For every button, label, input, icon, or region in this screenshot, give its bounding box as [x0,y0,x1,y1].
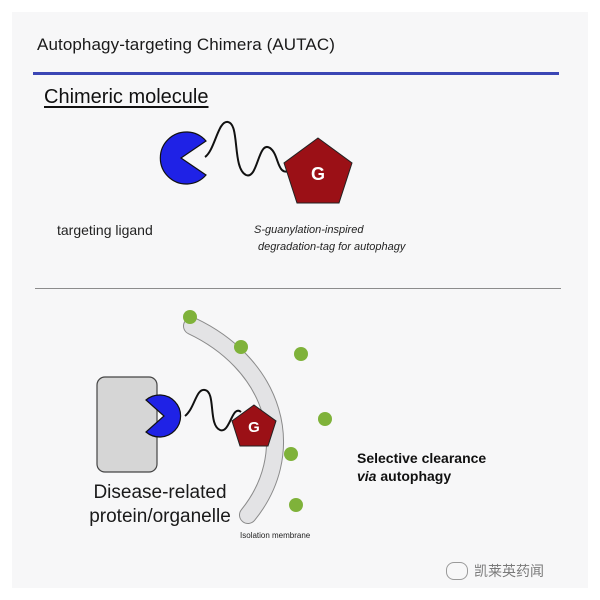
isolation-membrane-fill [184,318,283,523]
g-tag-pentagon [283,137,353,204]
degradation-tag-label-line1: S-guanylation-inspired [254,224,364,236]
membrane-dot [234,340,248,354]
bound-chimera: G [145,388,277,447]
bound-g-tag-letter: G [248,419,260,436]
disease-related-line1: Disease-related [93,482,227,503]
via-text: via [357,468,377,484]
title-divider [33,72,559,75]
selective-clearance-line1: Selective clearance [357,450,487,466]
membrane-dot [183,310,197,324]
figure-title: Autophagy-targeting Chimera (AUTAC) [37,35,335,54]
disease-protein-block [96,376,158,473]
bound-linker-chain [184,388,242,432]
selective-clearance-label: Selective clearance via autophagy [357,449,486,485]
isolation-membrane-label: Isolation membrane [240,531,311,540]
selective-clearance-line2: via autophagy [357,467,486,485]
chimera-molecule: G [159,121,353,204]
degradation-tag-label-line2: degradation-tag for autophagy [258,241,406,253]
targeting-ligand-pacman [159,131,207,185]
bound-ligand-pacman [145,394,182,438]
g-tag-letter: G [311,164,325,184]
watermark: 凯莱英药闻 [446,561,544,581]
targeting-ligand-label: targeting ligand [57,222,153,238]
membrane-dot [284,447,298,461]
section-divider [35,288,561,289]
linker-chain [204,121,293,177]
bound-g-tag-pentagon [231,404,277,447]
wechat-icon [446,562,468,580]
chimeric-molecule-heading: Chimeric molecule [44,86,209,108]
membrane-dot [289,498,303,512]
disease-related-line2: protein/organelle [89,506,231,527]
watermark-text: 凯莱英药闻 [474,563,544,579]
autophagy-text: autophagy [376,468,452,484]
figure-panel [12,12,588,588]
degradation-tag-label: S-guanylation-inspired degradation-tag f… [254,222,405,256]
membrane-dot [318,412,332,426]
disease-related-label: Disease-related protein/organelle [60,481,260,529]
membrane-dot [294,347,308,361]
